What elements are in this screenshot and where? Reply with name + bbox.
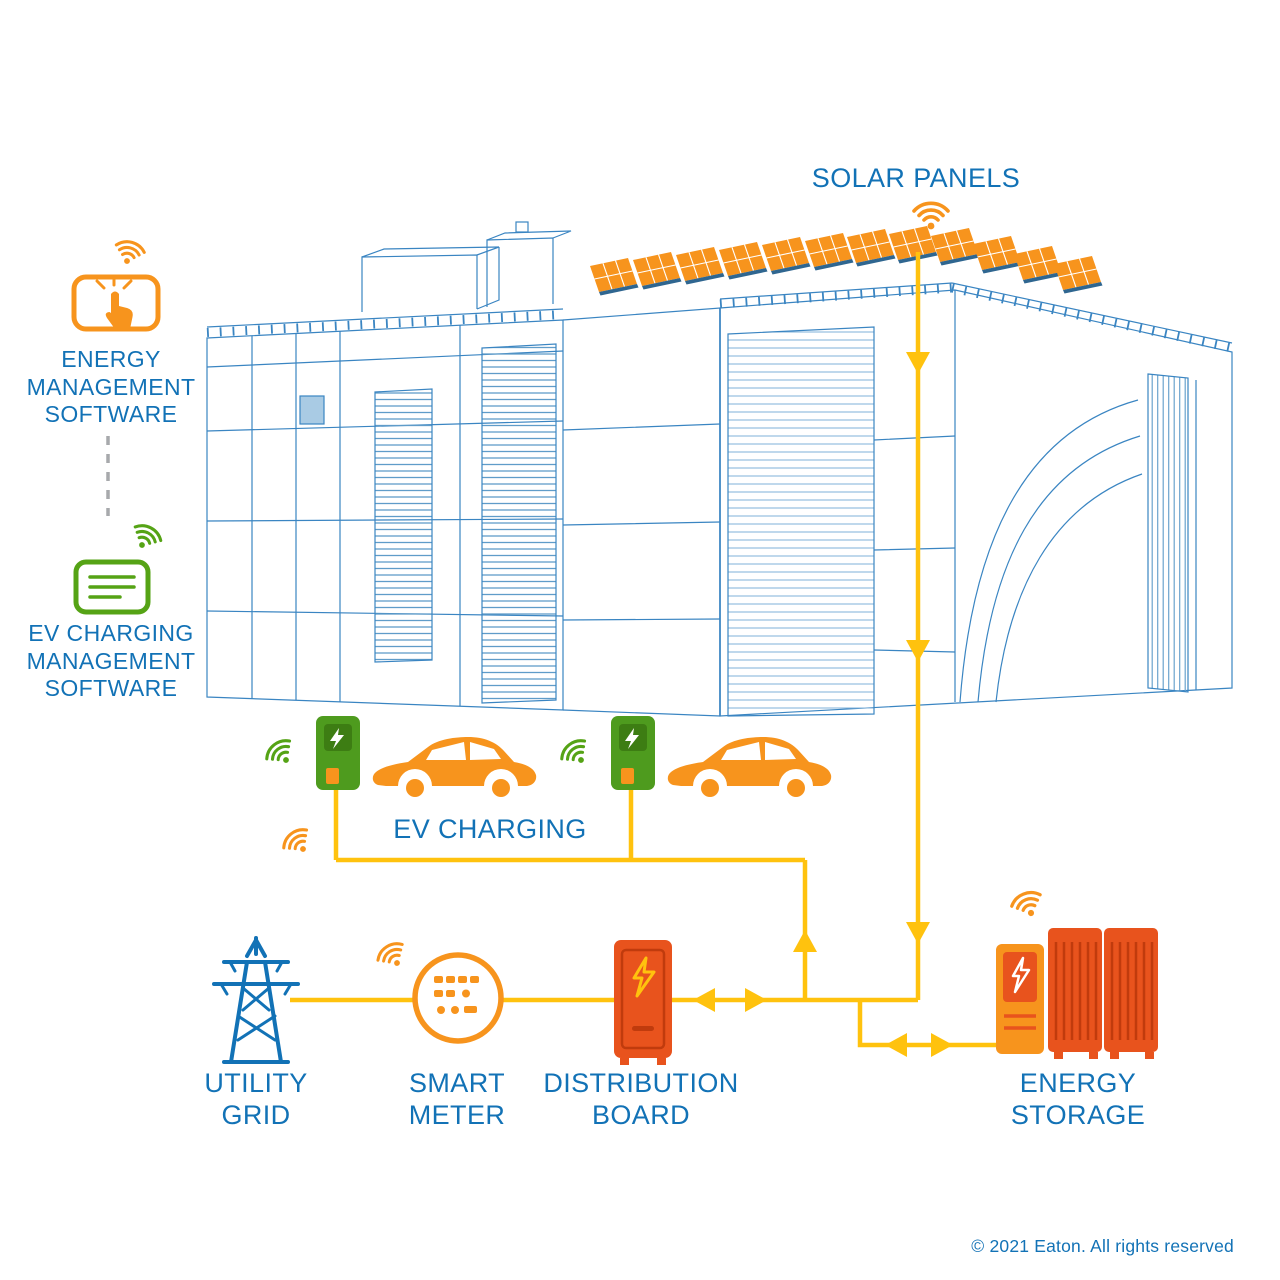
line-to-energy-storage: [857, 1000, 996, 1048]
ev-charging-station-2: [556, 716, 832, 803]
label-ev-charging-management-software: EV CHARGING MANAGEMENT SOFTWARE: [26, 620, 196, 702]
bolt-icon: [1011, 956, 1031, 994]
arrow-left-icon: [693, 988, 715, 1012]
label-smart-meter: SMART METER: [408, 1068, 506, 1130]
arrow-down-icon: [906, 640, 930, 662]
solar-panel: [718, 241, 769, 281]
wifi-icon: [110, 237, 148, 270]
electric-car-icon: [372, 737, 537, 803]
solar-panel: [930, 227, 981, 267]
label-ev-charging: EV CHARGING: [393, 814, 587, 844]
wifi-icon: [278, 823, 318, 862]
arrow-up-icon: [793, 930, 817, 952]
solar-panel: [846, 228, 897, 268]
solar-panel: [675, 246, 726, 286]
arrow-right-icon: [745, 988, 767, 1012]
distribution-board-icon: [614, 940, 672, 1065]
solar-panel: [888, 225, 939, 265]
energy-storage-icon: [996, 886, 1158, 1059]
energy-management-software-icon: [71, 237, 161, 332]
arrow-left-icon: [885, 1033, 907, 1057]
arrow-right-icon: [931, 1033, 953, 1057]
arrow-down-icon: [906, 922, 930, 944]
building-wireframe: [206, 221, 1233, 717]
wifi-icon: [1007, 886, 1048, 924]
arrow-down-icon: [906, 352, 930, 374]
ev-charger-icon: [316, 716, 360, 790]
ev-charging-management-software-icon: [73, 519, 166, 615]
solar-panel: [804, 232, 855, 272]
label-energy-management-software: ENERGY MANAGEMENT SOFTWARE: [26, 346, 196, 428]
line-ev-charging-bus: [333, 788, 808, 1000]
label-distribution-board: DISTRIBUTION BOARD: [543, 1068, 739, 1130]
wifi-icon: [372, 937, 413, 975]
solar-panel: [632, 251, 683, 291]
solar-panel-array: [589, 225, 1104, 297]
solar-panel: [589, 257, 640, 297]
wifi-icon: [912, 201, 950, 232]
smart-meter-icon: [372, 937, 504, 1044]
ev-charger-icon: [611, 716, 655, 790]
solar-panel: [1053, 255, 1104, 295]
utility-grid-icon: [212, 935, 300, 1064]
wifi-icon: [261, 734, 301, 773]
copyright-text: © 2021 Eaton. All rights reserved: [971, 1236, 1234, 1256]
flow-arrows: [693, 352, 953, 1057]
label-energy-storage: ENERGY STORAGE: [1010, 1068, 1146, 1130]
ev-charging-station-1: [261, 716, 537, 803]
wifi-icon: [556, 734, 596, 773]
label-utility-grid: UTILITY GRID: [204, 1068, 308, 1130]
solar-panel: [972, 235, 1023, 275]
electric-car-icon: [667, 737, 832, 803]
label-solar-panels: SOLAR PANELS: [811, 163, 1021, 193]
wifi-icon: [126, 519, 166, 556]
bolt-icon: [632, 956, 656, 998]
tap-hand-icon: [95, 274, 133, 329]
solar-panel: [761, 236, 812, 276]
